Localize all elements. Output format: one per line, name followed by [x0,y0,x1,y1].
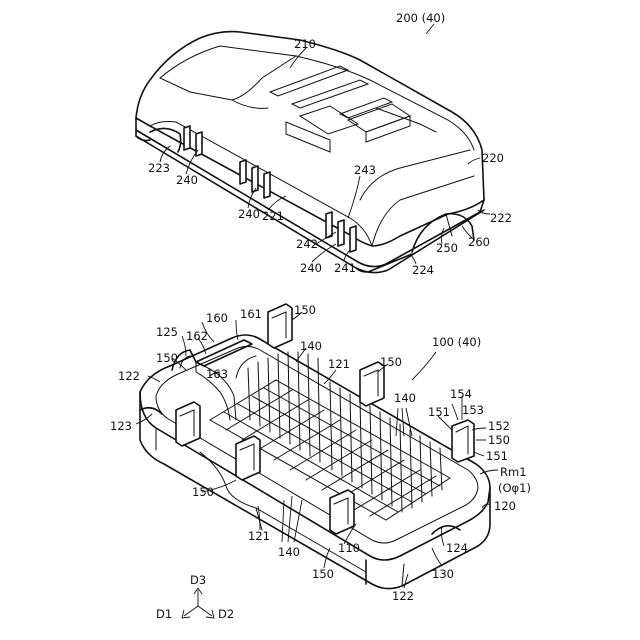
leader-lines [136,24,498,588]
axis-d1-label: D1 [156,607,172,621]
axis-d2-label: D2 [218,607,234,621]
label-cover-assembly: 200 (40) [396,11,445,25]
label-150-f: 150 [312,567,334,581]
label-125: 125 [156,325,178,339]
label-161: 161 [240,307,262,321]
label-224: 224 [412,263,434,277]
label-210: 210 [294,37,316,51]
label-150-e: 150 [192,485,214,499]
direction-axes: D3 D1 D2 [156,573,234,621]
label-121-b: 121 [248,529,270,543]
label-110: 110 [338,541,360,555]
label-140-a: 140 [300,339,322,353]
label-221: 221 [262,209,284,223]
label-240-a: 240 [176,173,198,187]
label-150-a: 150 [294,303,316,317]
label-150-d: 150 [488,433,510,447]
label-162: 162 [186,329,208,343]
label-123: 123 [110,419,132,433]
label-151-b: 151 [486,449,508,463]
label-140-c: 140 [278,545,300,559]
label-240-c: 240 [300,261,322,275]
label-150-b: 150 [156,351,178,365]
label-241: 241 [334,261,356,275]
label-160: 160 [206,311,228,325]
label-120: 120 [494,499,516,513]
label-242: 242 [296,237,318,251]
label-121-a: 121 [328,357,350,371]
label-op1: (Oφ1) [498,481,531,495]
label-163: 163 [206,367,228,381]
label-250: 250 [436,241,458,255]
label-rm1: Rm1 [500,465,527,479]
label-151-a: 151 [428,405,450,419]
axis-d3-label: D3 [190,573,206,587]
label-140-b: 140 [394,391,416,405]
label-260: 260 [468,235,490,249]
label-153: 153 [462,403,484,417]
label-222: 222 [490,211,512,225]
label-243: 243 [354,163,376,177]
label-152: 152 [488,419,510,433]
label-223: 223 [148,161,170,175]
label-150-c: 150 [380,355,402,369]
label-240-b: 240 [238,207,260,221]
label-154: 154 [450,387,472,401]
label-130: 130 [432,567,454,581]
label-base-assembly-title: 100 (40) [432,335,481,349]
label-220: 220 [482,151,504,165]
label-122-b: 122 [392,589,414,603]
label-122-a: 122 [118,369,140,383]
label-124: 124 [446,541,468,555]
